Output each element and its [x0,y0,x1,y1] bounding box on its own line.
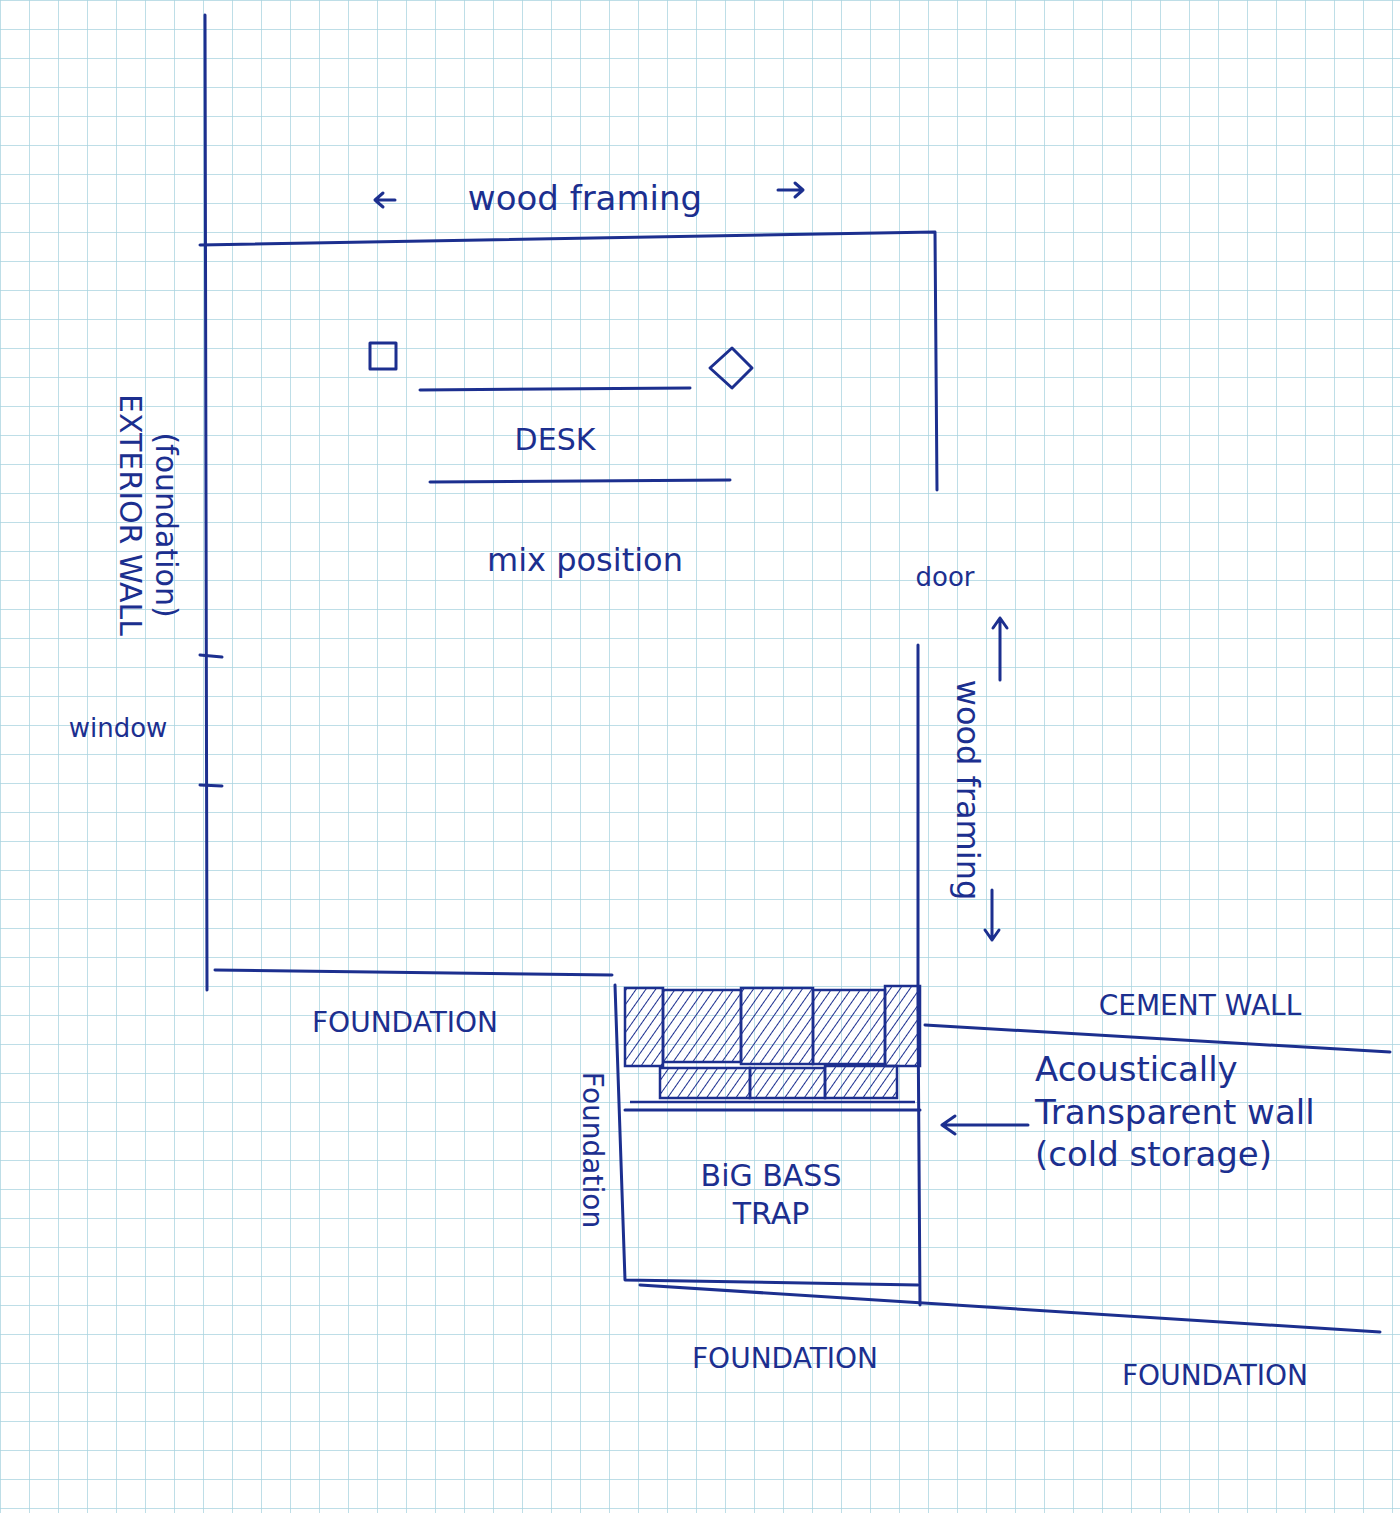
window-marks [200,655,222,786]
foundation-wall [215,970,612,975]
foundation-wall [640,1285,1380,1332]
room-wall [200,232,937,490]
plan-label: wood framing [948,680,988,901]
plan-label: FOUNDATION [692,1341,878,1376]
plan-label: wood framing [468,177,702,220]
plan-label: Foundation [575,1072,610,1228]
arrow [375,193,395,207]
plan-label: door [915,561,974,594]
speaker-symbol [370,343,396,369]
arrow [985,890,999,940]
desk-edge [430,480,730,482]
plan-label: window [69,712,168,745]
room-area: DESK mix position [215,250,915,965]
node-text: BiG BASS TRAP [676,1157,866,1232]
node-text: DESK [425,421,685,459]
exterior-wall [205,15,207,990]
cement-wall [925,1025,1390,1052]
node-text: mix position [485,540,685,580]
plan-label: FOUNDATION [1122,1358,1308,1393]
plan-label: FOUNDATION [312,1005,498,1040]
plan-label: CEMENT WALL [1099,988,1302,1023]
arrow [993,618,1007,680]
speaker-symbol [710,348,752,388]
plan-label: EXTERIOR WALL [111,394,149,636]
transparent-wall [625,1109,920,1112]
room-wall [917,645,920,1010]
arrow [778,183,803,197]
bass-trap-panels [625,986,920,1102]
desk-edge [420,388,690,390]
bass-trap-box: BiG BASS TRAP [628,1114,914,1278]
plan-label: Acoustically Transparent wall (cold stor… [1035,1048,1380,1176]
trap-enclosure [615,985,918,1285]
plan-label: (foundation) [147,432,185,617]
leader-arrow [942,1116,1028,1134]
